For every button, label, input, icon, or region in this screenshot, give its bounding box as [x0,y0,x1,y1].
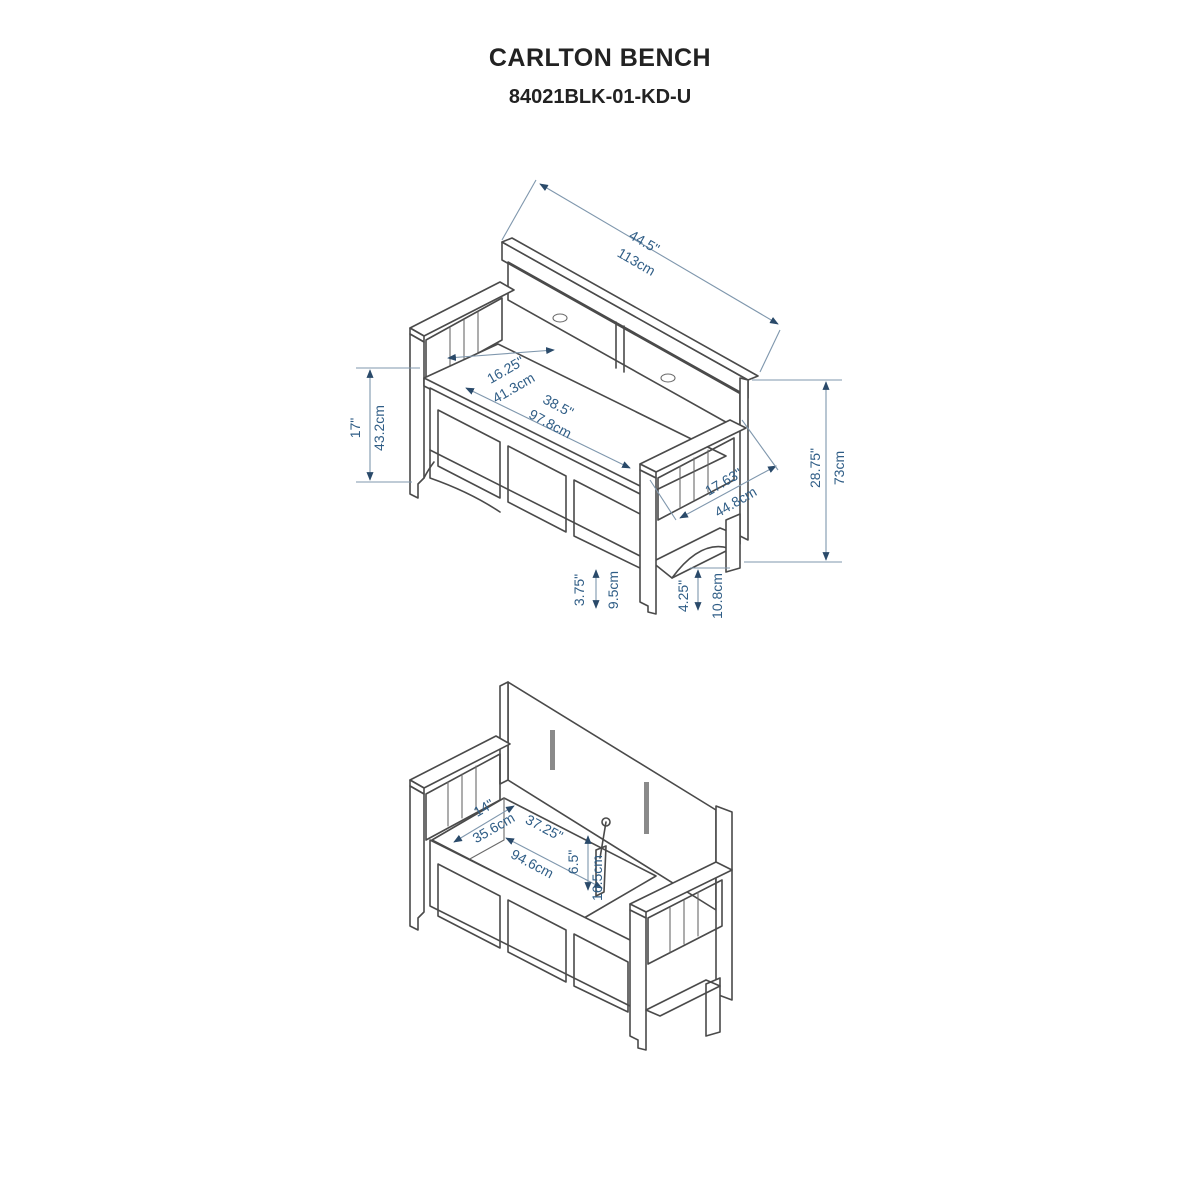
dimension-lines-bottom [453,805,603,891]
front-clearance-label-cm: 9.5cm [605,571,621,609]
model-number: 84021BLK-01-KD-U [508,86,692,108]
dimension-lines-top [356,179,842,611]
bench-closed-view [409,237,759,615]
seat-height-label-cm: 43.2cm [371,405,387,451]
storage-width-label-cm: 94.6cm [508,846,556,882]
front-clearance-label-in: 3.75" [571,574,587,606]
overall-height-label-cm: 73cm [831,451,847,485]
overall-height-label-in: 28.75" [807,448,823,488]
seat-height-label-in: 17" [347,418,363,439]
lid-slot [550,730,555,770]
storage-height-label-cm: 16.5cm [589,855,605,901]
bench-open-view [409,681,733,1051]
drawing-title: CARLTON BENCH [488,44,712,72]
lid-slot [644,782,649,834]
storage-width-label-in: 37.25" [523,811,566,844]
side-clearance-label-in: 4.25" [675,580,691,612]
storage-height-label-in: 6.5" [565,850,581,874]
side-clearance-label-cm: 10.8cm [709,573,725,619]
